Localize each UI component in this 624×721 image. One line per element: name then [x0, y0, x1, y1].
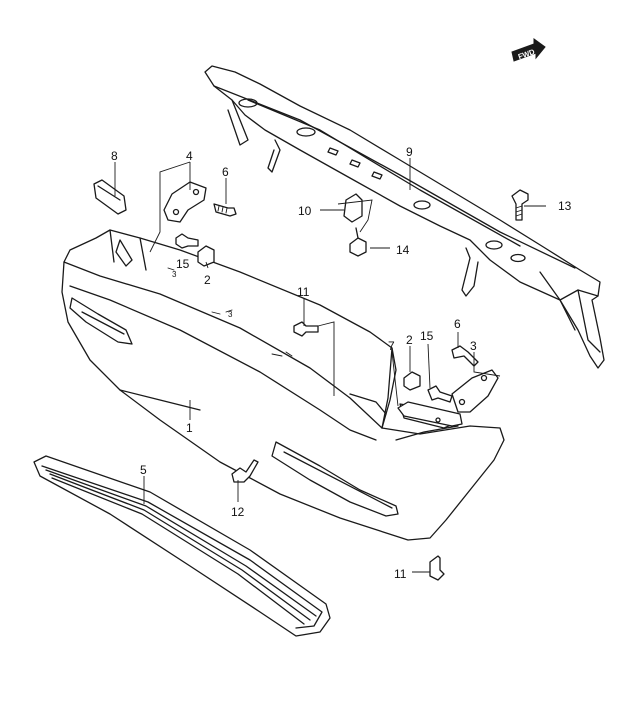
bolt-13	[511, 189, 529, 221]
nut-2-left	[197, 245, 215, 267]
fwd-arrow-badge: FWD	[511, 38, 546, 62]
callout-15: 15	[176, 257, 190, 271]
callout-11: 11	[297, 285, 310, 299]
bolt-15-left	[175, 233, 199, 249]
holder-3	[451, 369, 499, 413]
callout-1: 1	[186, 421, 193, 435]
fwd-arrow-icon	[511, 38, 546, 62]
bolt-11-top	[293, 321, 319, 337]
callout-9: 9	[406, 145, 413, 159]
callout-11: 11	[394, 567, 407, 581]
bracket-8	[93, 179, 127, 215]
protector-strip	[33, 455, 331, 637]
callout-3: 3	[470, 339, 477, 353]
bolt-15-right	[427, 385, 453, 403]
bolt-6-right	[451, 345, 479, 367]
bumper-cover: 3 3	[61, 229, 505, 541]
holder-4	[163, 181, 207, 223]
callout-8: 8	[111, 149, 118, 163]
callout-2: 2	[204, 273, 211, 287]
callout-7: 7	[388, 339, 395, 353]
callout-4: 4	[186, 149, 193, 163]
callout-6: 6	[454, 317, 461, 331]
bolt-14	[349, 227, 367, 257]
callout-15: 15	[420, 329, 434, 343]
callout-12: 12	[231, 505, 245, 519]
callout-14: 14	[396, 243, 410, 257]
screw-12	[231, 459, 259, 483]
clip-10	[343, 193, 363, 223]
svg-text:3: 3	[228, 310, 233, 319]
leader-lines	[114, 158, 546, 573]
callout-6: 6	[222, 165, 229, 179]
part-7	[397, 401, 463, 427]
reinforcement-bar	[204, 65, 605, 369]
callout-labels: 8 4 6 15 2 9 10 13 14 11 2 15 6 7 3 1 5 …	[111, 145, 572, 581]
bolt-11-bottom	[429, 555, 445, 581]
nut-2-right	[403, 371, 421, 391]
callout-10: 10	[298, 204, 312, 218]
svg-text:3: 3	[172, 270, 177, 279]
callout-13: 13	[558, 199, 572, 213]
callout-2: 2	[406, 333, 413, 347]
callout-5: 5	[140, 463, 147, 477]
bolt-6-left	[213, 203, 237, 217]
